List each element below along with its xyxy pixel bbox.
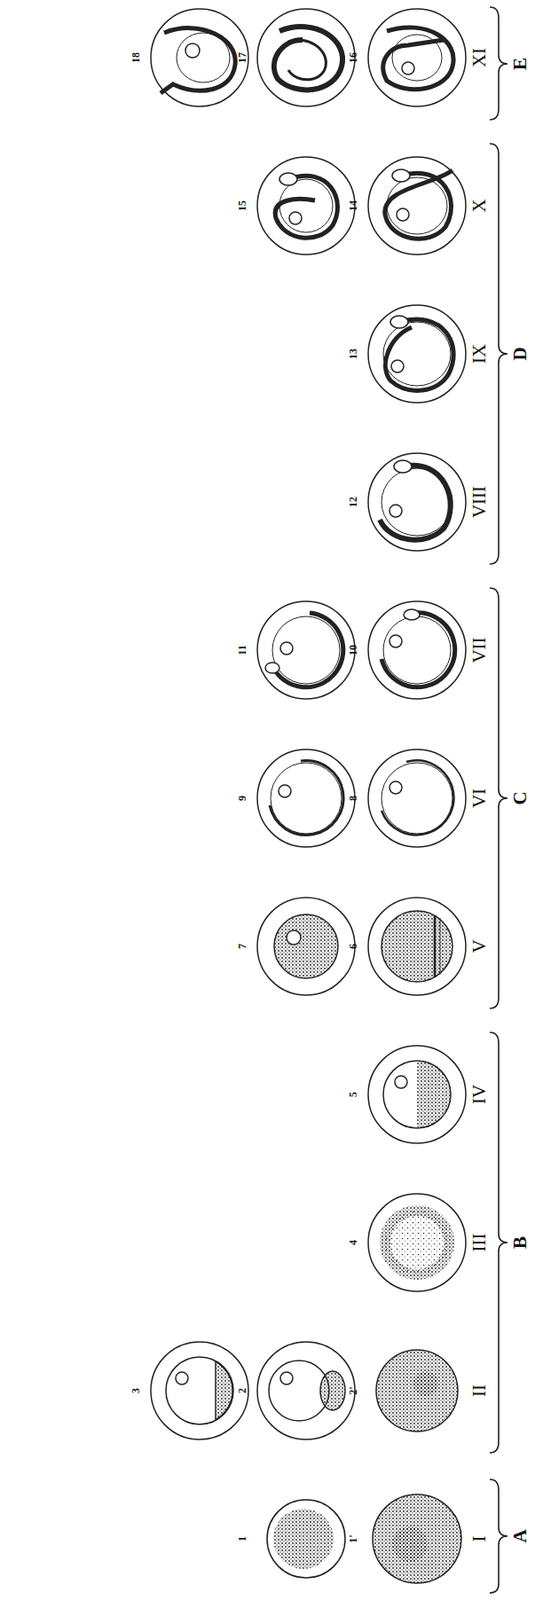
- figure-number: 3: [130, 1388, 142, 1394]
- stage-numeral: III: [470, 1234, 489, 1253]
- stage-numeral: VII: [470, 637, 489, 663]
- group-letter: B: [511, 1236, 530, 1250]
- group-letter: E: [511, 57, 530, 71]
- figure-number: 8: [347, 795, 359, 802]
- stage-numeral: I: [470, 1536, 489, 1543]
- figure-number: 10: [347, 645, 359, 656]
- figure-number: 2: [236, 1388, 248, 1394]
- figure-number: 11: [236, 645, 248, 655]
- figure-number: 9: [236, 795, 248, 802]
- stage-numeral: V: [470, 939, 489, 953]
- figure-number: 1: [236, 1536, 248, 1543]
- figure-number: 18: [130, 52, 142, 63]
- figure-number: 12: [347, 496, 359, 508]
- figure-number: 6: [347, 944, 359, 950]
- figure-number: 4: [347, 1240, 359, 1246]
- figure-number: 13: [347, 348, 359, 360]
- stage-numeral: VI: [470, 788, 489, 809]
- stage-numeral: IV: [470, 1085, 489, 1105]
- figure-number: 2': [347, 1386, 359, 1395]
- figure-number: 15: [236, 200, 248, 212]
- figure-number: 7: [236, 944, 248, 950]
- group-letter: D: [511, 346, 530, 361]
- stage-numeral: IX: [470, 344, 489, 364]
- stage-numeral: II: [470, 1384, 489, 1398]
- figure-number: 14: [347, 200, 359, 212]
- figure-number: 1': [347, 1534, 359, 1543]
- stage-numeral: XI: [470, 47, 489, 68]
- stage-numeral: X: [470, 198, 489, 213]
- group-letter: A: [511, 1529, 530, 1543]
- figure-number: 5: [347, 1092, 359, 1098]
- stage-numeral: VIII: [470, 486, 489, 519]
- figure-number: 17: [236, 52, 248, 63]
- figure-number: 16: [347, 52, 359, 63]
- group-letter: C: [511, 791, 530, 805]
